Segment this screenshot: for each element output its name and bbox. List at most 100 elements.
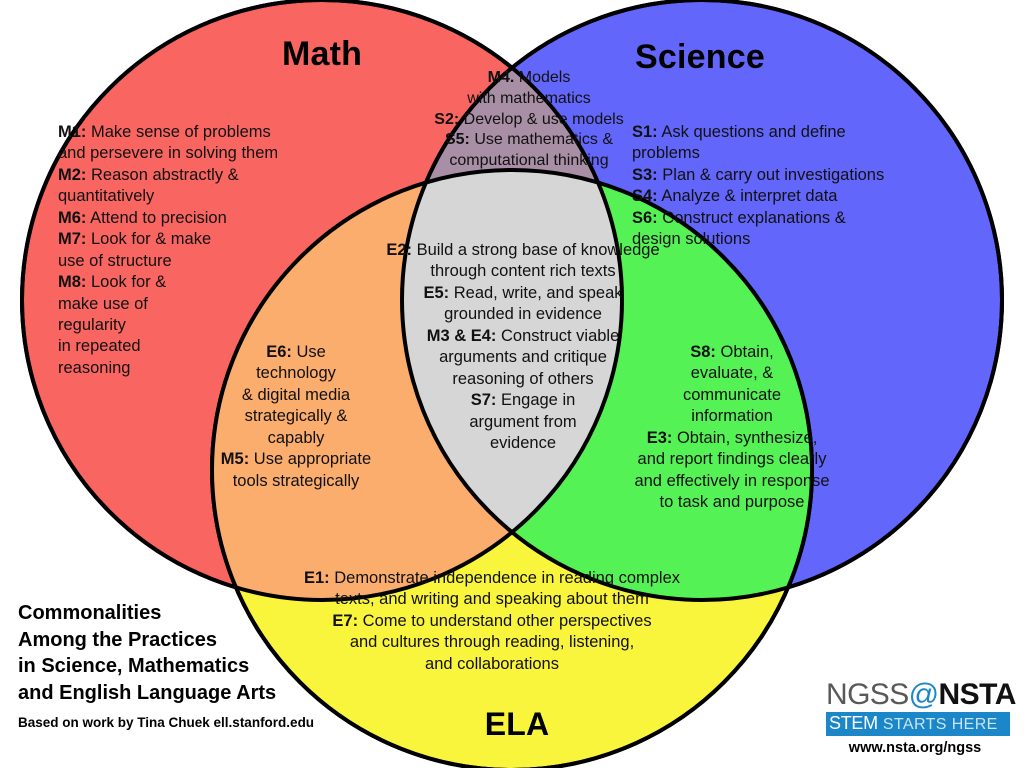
text-line: M6: Attend to precision <box>58 208 227 227</box>
text-line: M5: Use appropriate <box>220 450 372 469</box>
text-line: S6: Construct explanations & <box>632 208 846 227</box>
caption-credit: Based on work by Tina Chuek ell.stanford… <box>18 715 315 731</box>
text-line: communicate <box>682 385 782 404</box>
text-line: argument from <box>469 412 577 431</box>
practice-code: S7: <box>470 391 497 410</box>
text-line: E5: Read, write, and speak <box>423 283 623 302</box>
math-ela-overlap-text: E6: Use technology & digital media strategi… <box>206 342 386 492</box>
caption-line-1: Commonalities <box>18 602 162 624</box>
logo-stem-text: STEM <box>829 713 878 733</box>
practice-code: S6: <box>632 208 658 227</box>
practice-code: M8: <box>58 273 87 292</box>
text-line: M3 & E4: Construct viable <box>426 326 620 345</box>
text-line: tools strategically <box>232 471 360 490</box>
practice-code: M5: <box>220 450 250 469</box>
text-line: with mathematics <box>467 89 591 107</box>
practice-code: M7: <box>58 230 87 249</box>
text-line: M7: Look for & make <box>58 230 212 249</box>
all-three-overlap-text: E2: Build a strong base of knowledge thro… <box>358 240 688 454</box>
caption-line-2: Among the Practices <box>18 628 217 651</box>
text-line: technology <box>256 364 336 383</box>
logo-ngss-text: NGSS <box>826 678 909 711</box>
text-line: through content rich texts <box>430 262 616 281</box>
text-line: capably <box>267 428 325 447</box>
text-line: problems <box>632 144 700 163</box>
all-three-overlap <box>402 170 622 600</box>
ela-only-text: E1: Demonstrate independence in reading … <box>282 568 702 675</box>
science-circle-outline <box>400 0 1004 602</box>
caption-line-4: and English Language Arts <box>18 681 277 704</box>
text-line: and cultures through reading, listening, <box>349 633 635 652</box>
text-line: reasoning of others <box>452 369 594 388</box>
practice-code: S1: <box>632 123 658 141</box>
practice-code: M4. <box>487 69 515 86</box>
text-line: S1: Ask questions and define <box>632 123 846 141</box>
text-line: M4. Models <box>487 69 571 86</box>
math-circle-outline <box>20 0 624 602</box>
practice-code: E1: <box>303 569 330 587</box>
text-line: S3: Plan & carry out investigations <box>632 165 885 184</box>
text-line: make use of <box>58 294 148 313</box>
text-line: texts, and writing and speaking about th… <box>335 590 649 609</box>
ela-circle-title: ELA <box>484 706 550 742</box>
text-line: and report findings clearly <box>637 450 827 469</box>
text-line: E2: Build a strong base of knowledge <box>386 241 660 259</box>
text-line: and effectively in response <box>634 471 830 490</box>
text-line: S5: Use mathematics & <box>444 131 614 149</box>
text-line: to task and purpose <box>659 493 805 512</box>
practice-code: S2: <box>434 110 460 128</box>
practice-code: E7: <box>332 611 359 630</box>
text-line: E7: Come to understand other perspective… <box>332 611 652 630</box>
text-line: evidence <box>489 433 557 452</box>
text-line: E6: Use <box>266 343 326 361</box>
text-line: M8: Look for & <box>58 273 167 292</box>
logo-at-icon: @ <box>908 678 939 711</box>
logo-url-text: www.nsta.org/ngss <box>848 740 982 756</box>
logo-starts-here-text: STARTS HERE <box>882 716 998 733</box>
text-line: quantitatively <box>58 187 155 206</box>
text-line: and persevere in solving them <box>58 144 279 163</box>
math-circle-title: Math <box>281 35 363 73</box>
science-circle-title: Science <box>635 38 765 76</box>
text-line: S8: Obtain, <box>690 343 774 361</box>
text-line: information <box>691 407 773 426</box>
text-line: S7: Engage in <box>470 391 576 410</box>
practice-code: S4: <box>632 187 658 206</box>
text-line: design solutions <box>632 230 751 249</box>
text-line: E1: Demonstrate independence in reading … <box>303 569 681 587</box>
text-line: M2: Reason abstractly & <box>58 165 239 184</box>
text-line: use of structure <box>58 251 172 270</box>
practice-code: E5: <box>423 283 450 302</box>
text-line: regularity <box>58 315 126 334</box>
text-line: computational thinking <box>449 152 609 170</box>
practice-code: E3: <box>646 428 673 447</box>
practice-code: S3: <box>632 165 658 184</box>
text-line: E3: Obtain, synthesize, <box>646 428 818 447</box>
text-line: S2: Develop & use models <box>434 110 624 128</box>
caption-line-3: in Science, Mathematics <box>18 655 250 678</box>
text-line: S4: Analyze & interpret data <box>632 187 838 206</box>
text-line: arguments and critique <box>439 348 607 367</box>
ela-circle-outline <box>210 168 814 768</box>
text-line: strategically & <box>244 407 348 426</box>
practice-code: M3 & E4: <box>426 326 497 345</box>
text-line: & digital media <box>241 385 351 404</box>
practice-code: E6: <box>266 343 292 361</box>
practice-code: M6: <box>58 208 87 227</box>
practice-code: S5: <box>444 131 470 149</box>
nsta-logo-wordmark: NGSS@NSTA <box>826 678 1016 711</box>
practice-code: E2: <box>386 241 412 259</box>
logo-nsta-text: NSTA <box>938 678 1016 711</box>
text-line: and collaborations <box>425 654 559 673</box>
text-line: in repeated <box>58 337 141 356</box>
practice-code: M2: <box>58 165 87 184</box>
practice-code: M1: <box>58 123 87 141</box>
text-line: reasoning <box>58 358 131 377</box>
